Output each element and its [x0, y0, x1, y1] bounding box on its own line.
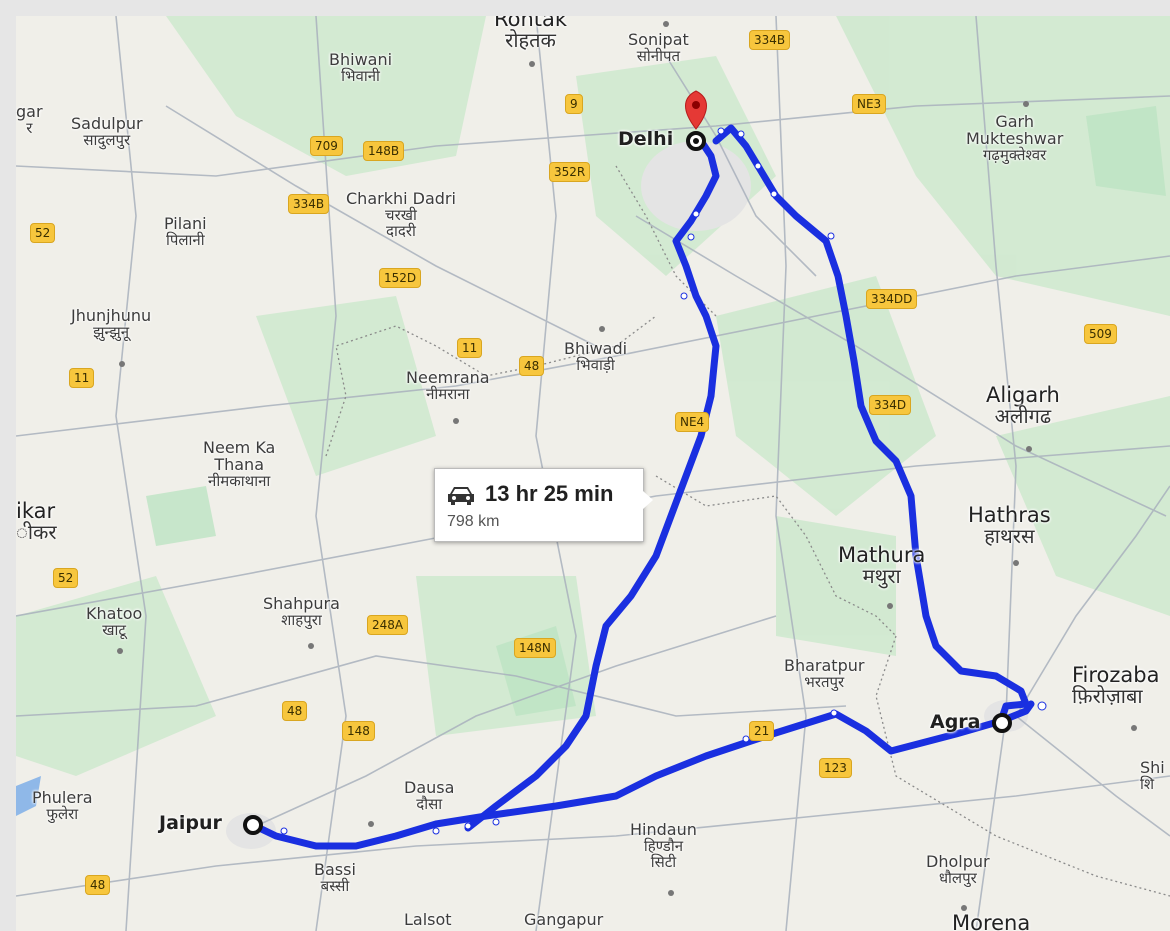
highway-shield: 48 — [519, 356, 545, 376]
route-duration: 13 hr 25 min — [485, 481, 614, 506]
highway-shield: 709 — [310, 136, 343, 156]
highway-shield: 52 — [30, 223, 56, 243]
highway-shield: 148 — [342, 721, 375, 741]
route-distance: 798 km — [447, 513, 500, 530]
highway-shield: 334D — [869, 395, 912, 415]
place-agra[interactable]: Agra — [930, 711, 981, 733]
place-jaipur[interactable]: Jaipur — [159, 812, 222, 834]
highway-shield: 334DD — [866, 289, 918, 309]
waypoint-marker[interactable] — [992, 713, 1012, 733]
highway-shield: 11 — [457, 338, 483, 358]
highway-shield: NE3 — [852, 94, 887, 114]
highway-shield: 509 — [1084, 324, 1117, 344]
highway-shield: 148B — [363, 141, 405, 161]
map-base — [16, 16, 1170, 931]
origin-marker[interactable] — [243, 815, 263, 835]
place-gangapur[interactable]: Gangapur — [524, 910, 604, 929]
place-delhi[interactable]: Delhi — [618, 128, 674, 150]
place-lalsot[interactable]: Lalsot — [404, 910, 452, 929]
highway-shield: 52 — [53, 568, 79, 588]
highway-shield: 48 — [282, 701, 308, 721]
highway-shield: 9 — [565, 94, 583, 114]
highway-shield: 48 — [85, 875, 111, 895]
highway-shield: 352R — [549, 162, 591, 182]
highway-shield: 21 — [749, 721, 775, 741]
place-sikar[interactable]: ikarीकर — [16, 499, 57, 545]
map-canvas[interactable]: 334B 9 NE3 709 148B 352R 334B 52 152D 33… — [16, 16, 1170, 931]
highway-shield: 334B — [749, 30, 791, 50]
highway-shield: 11 — [69, 368, 95, 388]
highway-shield: 248A — [367, 615, 409, 635]
highway-shield: 334B — [288, 194, 330, 214]
place-morena[interactable]: Morena — [952, 911, 1031, 931]
highway-shield: 123 — [819, 758, 852, 778]
car-icon — [448, 487, 474, 505]
highway-shield: 148N — [514, 638, 556, 658]
card-pointer — [643, 491, 653, 509]
route-info-card[interactable]: 13 hr 25 min 798 km — [434, 468, 653, 542]
destination-marker[interactable] — [685, 90, 707, 151]
highway-shield: 152D — [379, 268, 422, 288]
highway-shield: NE4 — [675, 412, 710, 432]
